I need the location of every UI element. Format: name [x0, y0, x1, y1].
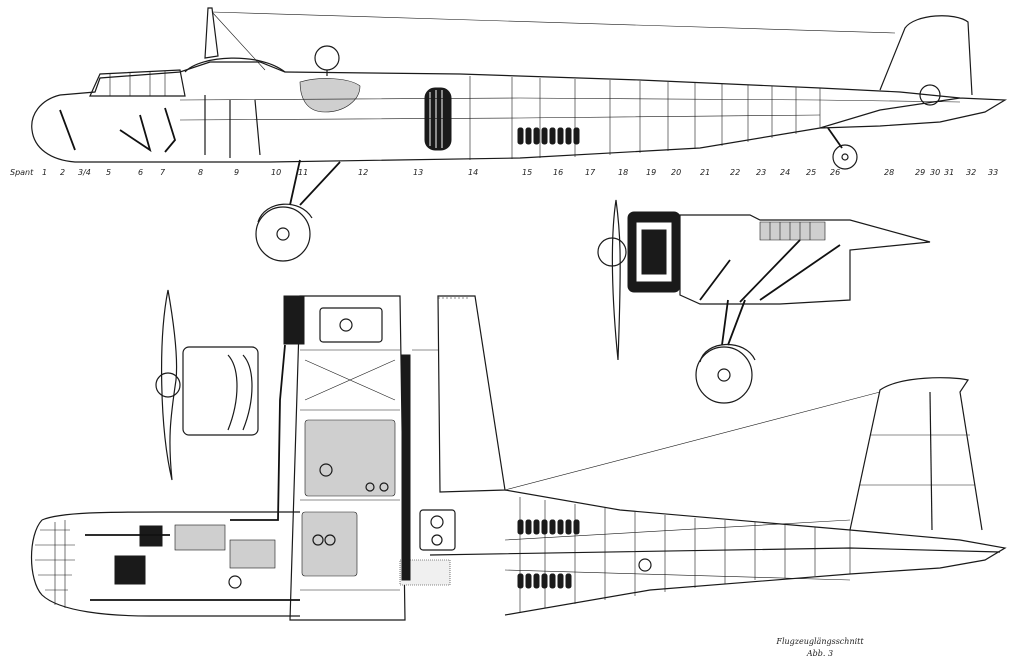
station-number: 2	[60, 168, 65, 177]
station-number: 33	[988, 168, 998, 177]
station-number: 15	[522, 168, 532, 177]
station-number: 19	[646, 168, 656, 177]
side-view	[31, 7, 1008, 262]
station-number: 6	[138, 168, 143, 177]
station-number: 21	[700, 168, 710, 177]
station-number: 25	[806, 168, 816, 177]
side-main-wheel	[255, 206, 311, 262]
station-number: 5	[106, 168, 111, 177]
station-number: 16	[553, 168, 563, 177]
nose-section-view	[597, 199, 931, 404]
station-number: 32	[966, 168, 976, 177]
station-number: 11	[298, 168, 308, 177]
station-number: 17	[585, 168, 596, 177]
side-fin	[879, 15, 973, 96]
station-number: 1	[42, 168, 47, 177]
station-number: 20	[671, 168, 681, 177]
station-number: 31	[944, 168, 954, 177]
station-number: 10	[271, 168, 281, 177]
station-number: 9	[234, 168, 239, 177]
station-number: 30	[930, 168, 940, 177]
station-number: 3/4	[78, 168, 91, 177]
station-number: 22	[730, 168, 740, 177]
station-number: 28	[884, 168, 894, 177]
station-number: 26	[830, 168, 840, 177]
caption-figure-number: Abb. 3	[806, 649, 834, 658]
station-number: 12	[358, 168, 368, 177]
station-prefix: Spant	[10, 168, 34, 177]
station-number: 7	[160, 168, 166, 177]
station-number: 8	[198, 168, 203, 177]
station-number: 23	[756, 168, 766, 177]
side-fuselage	[31, 61, 1008, 163]
station-number: 29	[915, 168, 925, 177]
station-number: 24	[780, 168, 790, 177]
plan-fin	[849, 377, 983, 531]
station-number: 18	[618, 168, 628, 177]
station-number: 14	[468, 168, 478, 177]
plan-fuselage	[30, 489, 1007, 617]
caption-title: Flugzeuglängsschnitt	[776, 637, 864, 646]
plan-view	[30, 289, 1007, 621]
station-number: 13	[413, 168, 423, 177]
